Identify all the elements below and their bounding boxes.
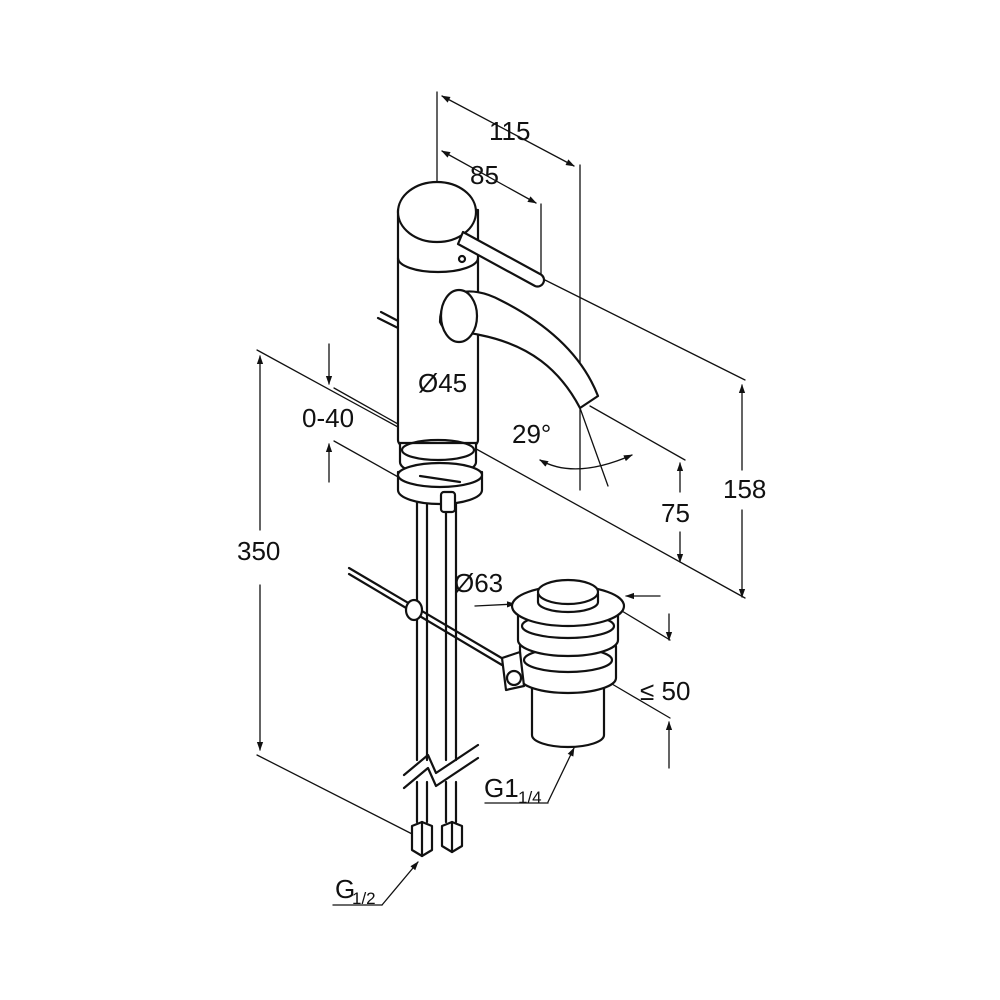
dim-350-label: 350 bbox=[237, 536, 280, 566]
dim-max-50-label: ≤ 50 bbox=[640, 676, 690, 706]
waste-valve bbox=[500, 578, 626, 749]
thread-g1-sub-label: 1/4 bbox=[518, 788, 542, 807]
dim-158-label: 158 bbox=[723, 474, 766, 504]
dim-0-40-label: 0-40 bbox=[302, 403, 354, 433]
supply-hoses bbox=[402, 498, 480, 858]
dimension-labels: 115 85 Ø45 0-40 29° 350 158 75 Ø63 ≤ 50 … bbox=[237, 116, 766, 908]
thread-g1-label: G1 bbox=[484, 773, 519, 803]
thread-g-label: G bbox=[335, 874, 355, 904]
thread-g-sub-label: 1/2 bbox=[352, 889, 376, 908]
dim-115-label: 115 bbox=[489, 116, 530, 146]
dim-diameter-63-label: Ø63 bbox=[454, 568, 503, 598]
dim-diameter-45-label: Ø45 bbox=[418, 368, 467, 398]
dim-85-label: 85 bbox=[470, 160, 499, 190]
dim-75-label: 75 bbox=[661, 498, 690, 528]
tap-body bbox=[376, 180, 600, 514]
popup-rod bbox=[347, 566, 507, 667]
dim-angle-29-label: 29° bbox=[512, 419, 551, 449]
